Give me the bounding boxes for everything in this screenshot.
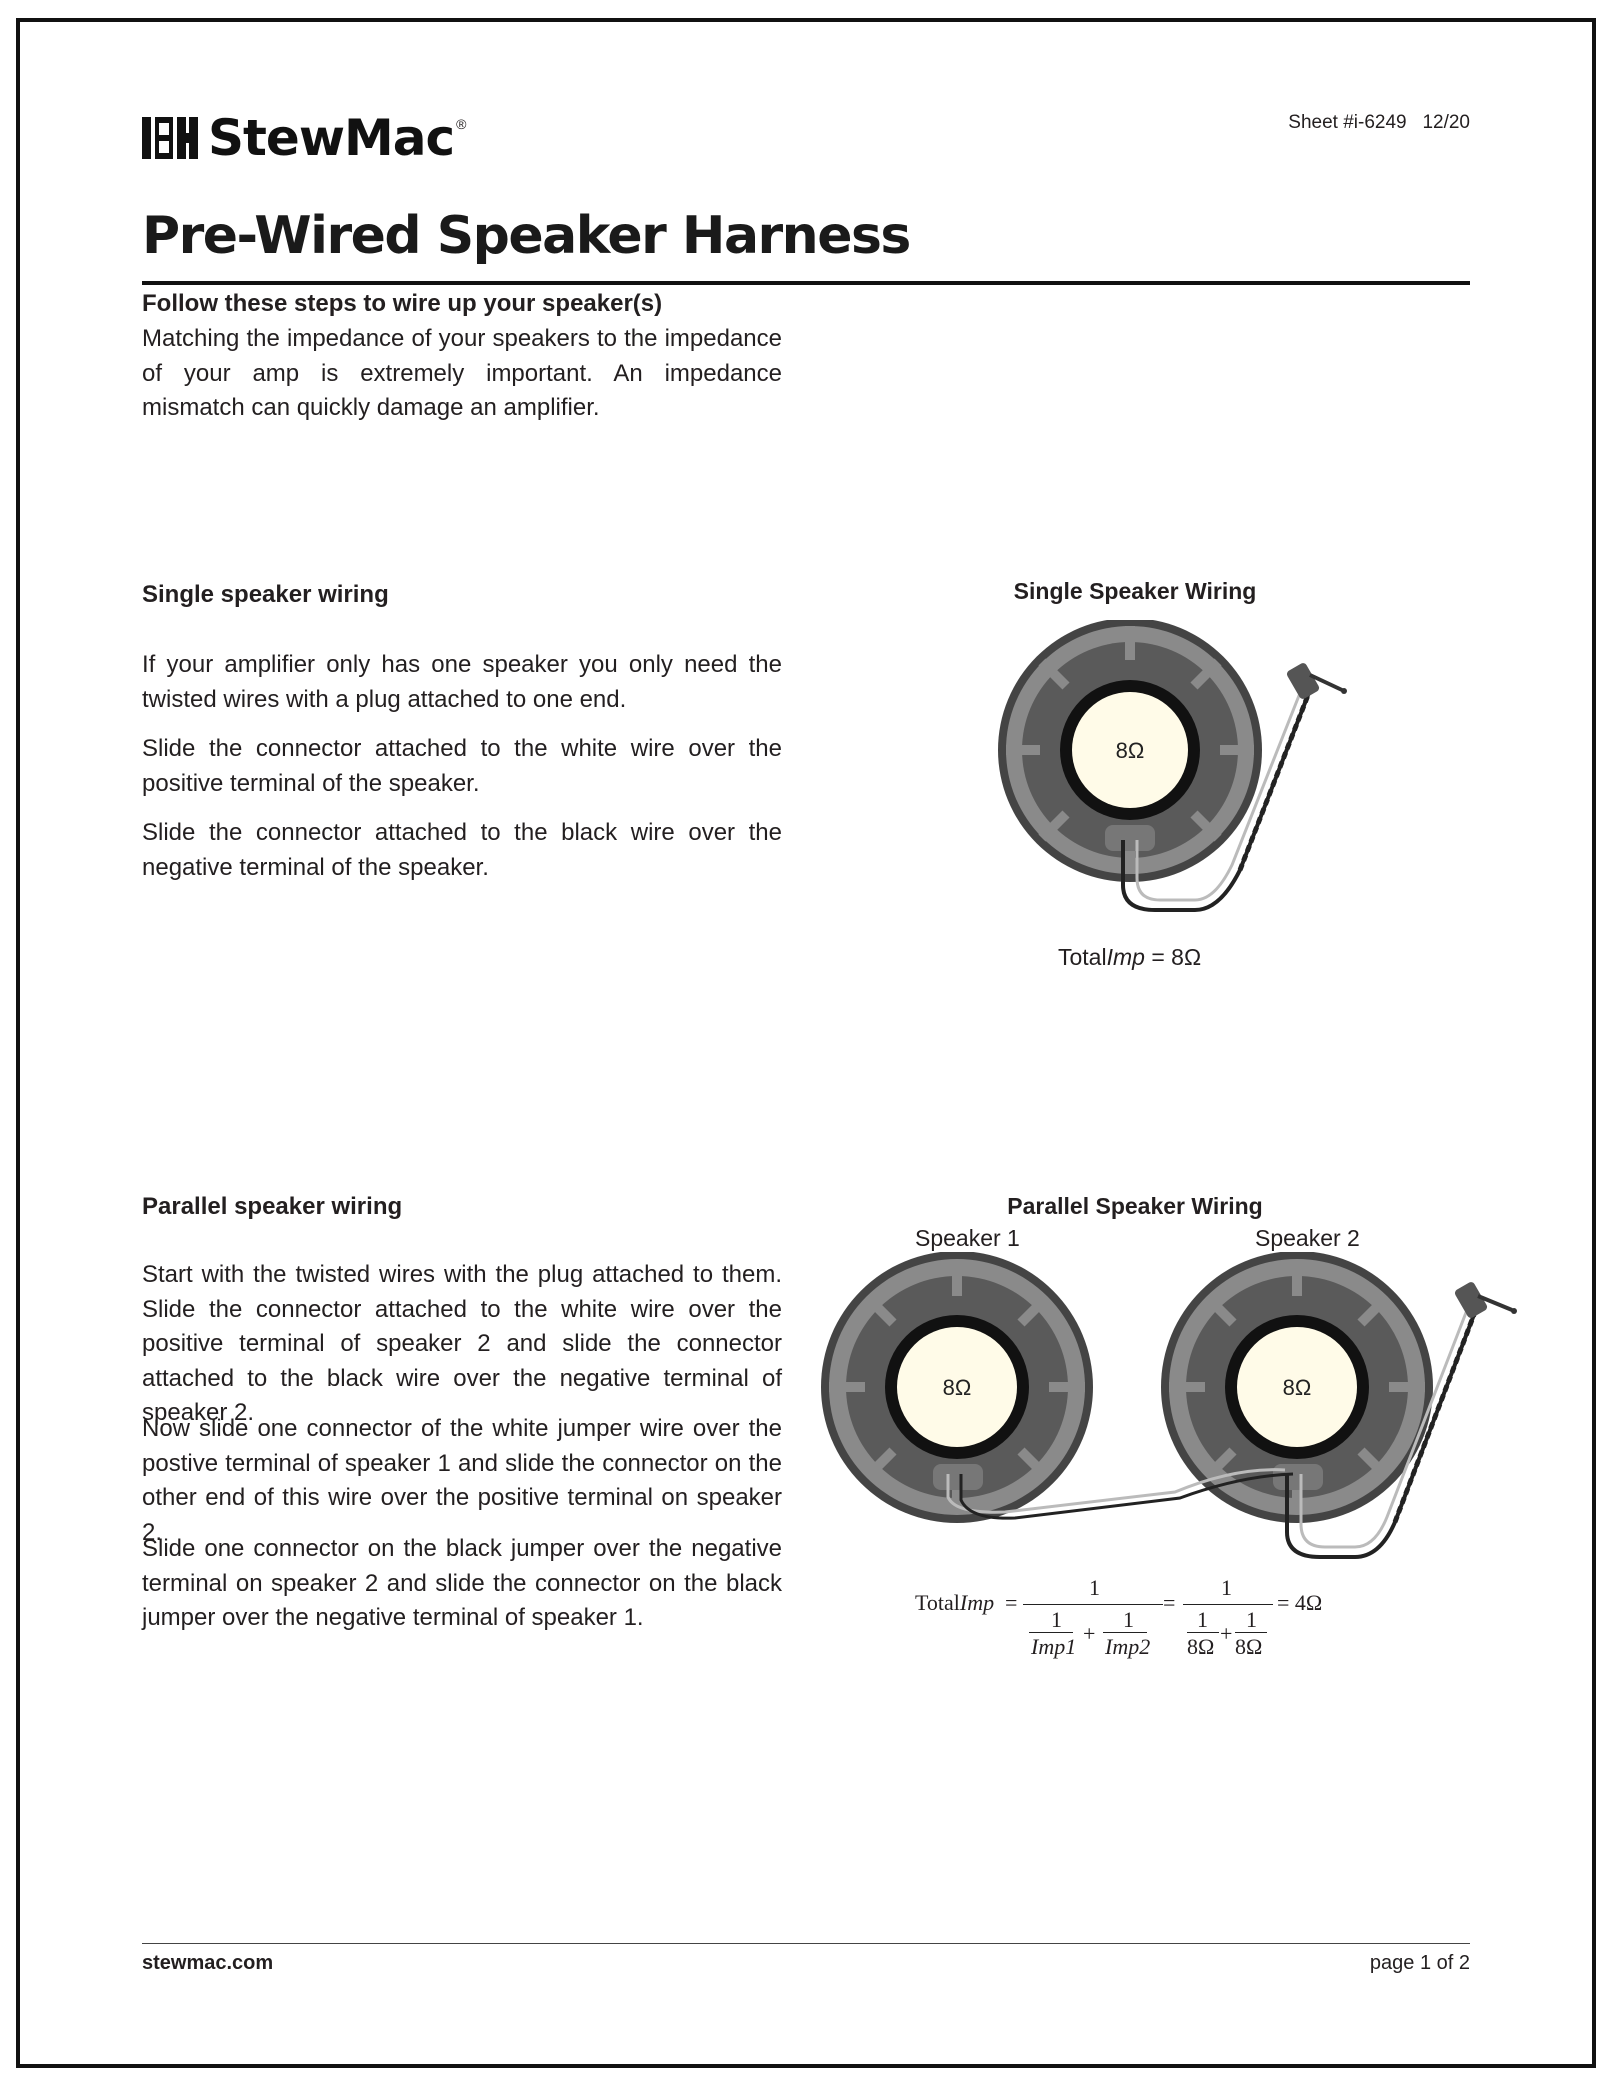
single-speaker-impedance: 8Ω (1116, 738, 1145, 763)
formula-plus-1: + (1083, 1621, 1096, 1646)
formula-bar-2 (1029, 1632, 1073, 1633)
plug-icon (1286, 663, 1347, 699)
formula-bar-1 (1023, 1604, 1163, 1605)
formula-one-b: 1 (1123, 1607, 1134, 1632)
parallel-paragraph-2: Now slide one connector of the white jum… (142, 1415, 782, 1546)
single-total-impedance: TotalImp = 8Ω (1058, 944, 1202, 970)
single-speaker-heading: Single speaker wiring (142, 581, 389, 608)
page-border (16, 18, 1596, 2068)
parallel-figure-title: Parallel Speaker Wiring (1007, 1193, 1263, 1219)
title-rule (142, 281, 1470, 285)
footer-rule (142, 1943, 1470, 1944)
formula-one-c: 1 (1197, 1607, 1208, 1632)
formula-one-d: 1 (1246, 1607, 1257, 1632)
parallel-paragraph-1: Start with the twisted wires with the pl… (142, 1261, 782, 1426)
steps-subheading: Follow these steps to wire up your speak… (142, 290, 663, 317)
sheet-date: 12/20 (1422, 112, 1470, 133)
formula-equals-2: = (1163, 1590, 1176, 1615)
speaker-1-label: Speaker 1 (915, 1225, 1020, 1251)
speaker-icon (998, 620, 1262, 882)
single-paragraph-2: Slide the connector attached to the whit… (142, 735, 782, 797)
registered-mark: ® (456, 116, 467, 132)
single-paragraph-3: Slide the connector attached to the blac… (142, 819, 782, 881)
formula-result: = 4Ω (1277, 1590, 1323, 1615)
formula-equals-1: = (1005, 1590, 1018, 1615)
formula-eight-b: 8Ω (1235, 1634, 1263, 1659)
formula-numerator-2: 1 (1221, 1575, 1232, 1600)
formula-bar-4 (1183, 1604, 1273, 1605)
logo-text: StewMac (208, 109, 455, 167)
logo-mark-icon (142, 117, 198, 159)
sheet-info: Sheet #i-6249 12/20 (1288, 112, 1470, 134)
formula-bar-6 (1235, 1632, 1267, 1633)
jumper-wires (946, 1468, 1294, 1520)
plug-icon (1454, 1282, 1517, 1318)
speaker-2-impedance: 8Ω (1283, 1375, 1312, 1400)
footer-page-number: page 1 of 2 (1369, 1952, 1470, 1974)
footer-website[interactable]: stewmac.com (142, 1952, 274, 1974)
single-speaker-diagram: 8Ω (998, 620, 1347, 912)
stewmac-logo: StewMac ® (142, 109, 467, 167)
single-paragraph-1: If your amplifier only has one speaker y… (142, 651, 782, 713)
formula-imp1: Imp1 (1031, 1634, 1077, 1659)
twisted-wire (1285, 1309, 1478, 1559)
sheet-number: Sheet #i-6249 (1288, 112, 1407, 133)
parallel-speaker-diagram: 8Ω 8Ω (821, 1252, 1517, 1559)
twisted-wire (1121, 687, 1313, 912)
speaker-1-impedance: 8Ω (943, 1375, 972, 1400)
parallel-paragraph-3: Slide one connector on the black jumper … (142, 1535, 782, 1631)
formula-bar-3 (1103, 1632, 1147, 1633)
parallel-speaker-heading: Parallel speaker wiring (142, 1193, 403, 1220)
speaker-2-label: Speaker 2 (1255, 1225, 1360, 1251)
formula-imp2: Imp2 (1105, 1634, 1151, 1659)
speaker-1-icon (821, 1252, 1093, 1523)
single-figure-title: Single Speaker Wiring (1013, 578, 1257, 604)
formula-bar-5 (1187, 1632, 1219, 1633)
formula-one-a: 1 (1051, 1607, 1062, 1632)
formula-eight-a: 8Ω (1187, 1634, 1215, 1659)
speaker-2-icon (1161, 1252, 1433, 1523)
formula-total-label: TotalImp (915, 1590, 995, 1615)
intro-paragraph: Matching the impedance of your speakers … (142, 325, 782, 421)
formula-plus-2: + (1220, 1621, 1233, 1646)
page-title: Pre-Wired Speaker Harness (142, 206, 911, 266)
parallel-impedance-formula: TotalImp = 1 1 Imp1 + 1 Imp2 = 1 1 8Ω + … (915, 1575, 1365, 1669)
formula-numerator-1: 1 (1089, 1575, 1100, 1600)
